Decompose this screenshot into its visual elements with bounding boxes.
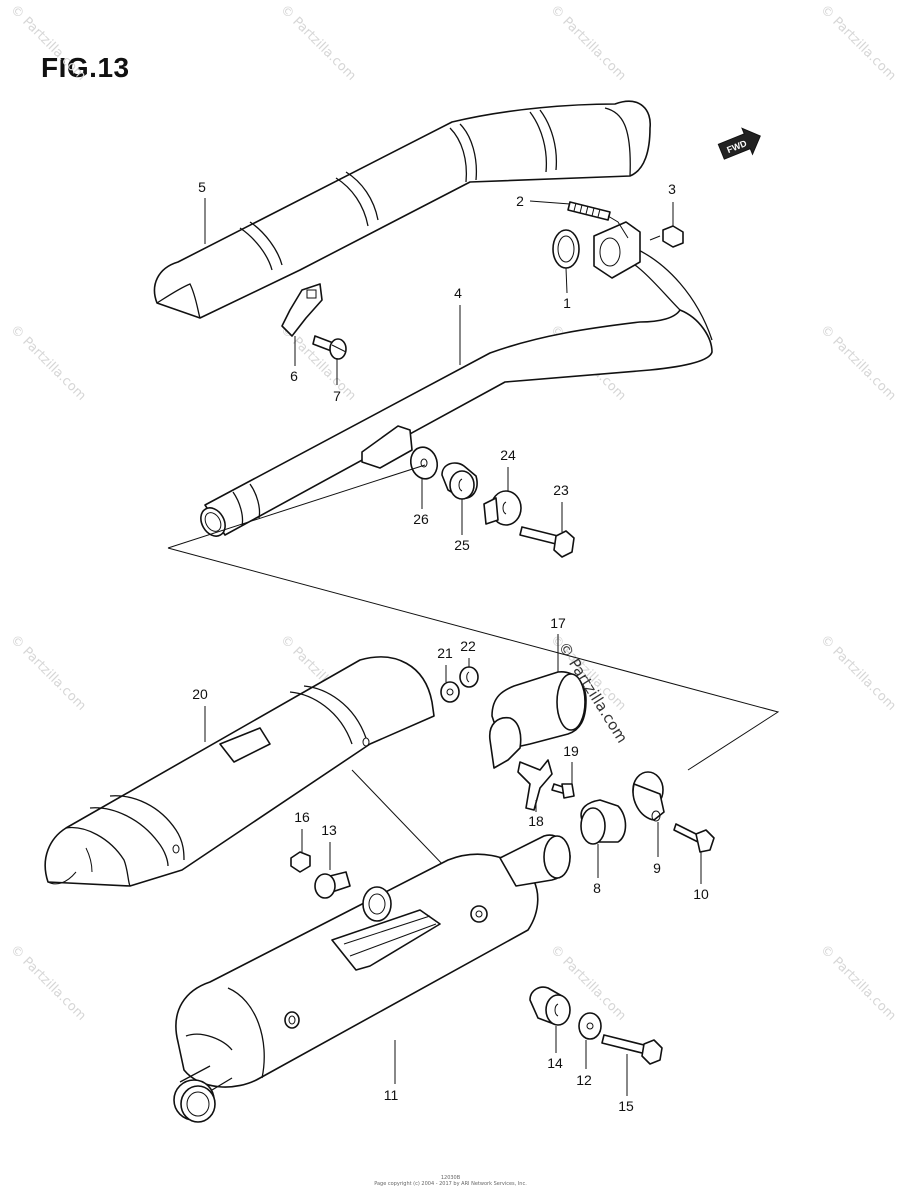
callout-label-6: 6	[290, 368, 298, 384]
clamp-bracket[interactable]	[517, 759, 553, 811]
callout-label-23: 23	[553, 482, 569, 498]
heat-shield-upper[interactable]	[153, 100, 651, 319]
callout-label-13: 13	[321, 822, 337, 838]
washer-26[interactable]	[407, 444, 440, 482]
callout-label-26: 26	[413, 511, 429, 527]
washer-12[interactable]	[578, 1012, 602, 1040]
stud-bolt[interactable]	[567, 201, 629, 239]
muffler-clamp[interactable]	[632, 771, 665, 822]
callout-5: 5	[198, 179, 206, 244]
watermark-tile: © Partzilla.com	[7, 632, 89, 714]
muffler-bolt-15[interactable]	[601, 1034, 663, 1065]
callout-label-2: 2	[516, 193, 524, 209]
exhaust-pipe[interactable]	[196, 245, 713, 540]
callout-24: 24	[500, 447, 516, 491]
watermark-tile: © Partzilla.com	[547, 2, 629, 84]
callout-label-12: 12	[576, 1072, 592, 1088]
callout-label-5: 5	[198, 179, 206, 195]
clamp-bolt[interactable]	[673, 823, 715, 853]
cushion-14[interactable]	[529, 986, 571, 1026]
callout-25: 25	[454, 499, 470, 553]
callout-3: 3	[668, 181, 676, 226]
callout-14: 14	[547, 1026, 563, 1071]
callout-label-8: 8	[593, 880, 601, 896]
footer-copyright: Page copyright (c) 2004 - 2017 by ARI Ne…	[374, 1181, 527, 1187]
leader-line-1	[565, 267, 568, 294]
callout-11: 11	[384, 1040, 399, 1103]
shield-bolt[interactable]	[312, 335, 347, 360]
collar-24[interactable]	[483, 490, 522, 526]
callout-label-15: 15	[618, 1098, 634, 1114]
joint-cover[interactable]	[488, 671, 587, 769]
heat-shield-lower[interactable]	[44, 656, 435, 887]
callout-label-10: 10	[693, 886, 709, 902]
mount-bolt-23[interactable]	[519, 526, 575, 558]
callout-8: 8	[593, 844, 601, 896]
callout-18: 18	[528, 800, 544, 829]
callout-23: 23	[553, 482, 569, 532]
callout-label-3: 3	[668, 181, 676, 197]
callout-label-9: 9	[653, 860, 661, 876]
callout-7: 7	[333, 358, 341, 404]
watermark-tile: © Partzilla.com	[277, 2, 359, 84]
watermark-tile: © Partzilla.com	[817, 942, 899, 1024]
flange-nut[interactable]	[649, 225, 684, 248]
watermark-tile: © Partzilla.com	[817, 2, 899, 84]
callout-12: 12	[576, 1040, 592, 1088]
fwd-arrow-badge: FWD	[717, 127, 761, 160]
bracket-bolt[interactable]	[551, 783, 575, 799]
callout-2: 2	[516, 193, 571, 209]
callout-label-18: 18	[528, 813, 544, 829]
muffler[interactable]	[173, 834, 571, 1123]
watermark-tile: © Partzilla.com	[7, 322, 89, 404]
callout-13: 13	[321, 822, 337, 870]
watermark-tile: © Partzilla.com	[7, 942, 89, 1024]
callout-10: 10	[693, 852, 709, 902]
callout-label-20: 20	[192, 686, 208, 702]
callout-label-1: 1	[563, 295, 571, 311]
shield-bracket[interactable]	[281, 283, 323, 337]
callout-label-11: 11	[384, 1087, 399, 1103]
exhaust-flange[interactable]	[593, 221, 641, 279]
gasket[interactable]	[552, 229, 580, 269]
callout-label-4: 4	[454, 285, 462, 301]
nut-22[interactable]	[459, 666, 479, 688]
footer-code: 12030B	[440, 1175, 461, 1181]
watermark-tile: © Partzilla.com	[7, 2, 89, 84]
callout-label-7: 7	[333, 388, 341, 404]
callout-26: 26	[413, 479, 429, 527]
callout-label-16: 16	[294, 809, 310, 825]
reference-lines	[167, 464, 780, 919]
callout-label-22: 22	[460, 638, 476, 654]
watermark-tile: © Partzilla.com	[817, 322, 899, 404]
callout-21: 21	[437, 645, 453, 682]
callout-19: 19	[563, 743, 579, 784]
callout-4: 4	[454, 285, 462, 365]
callout-17: 17	[550, 615, 566, 672]
nut-16[interactable]	[290, 851, 311, 873]
callout-label-24: 24	[500, 447, 516, 463]
callout-1: 1	[563, 267, 571, 311]
callout-label-14: 14	[547, 1055, 563, 1071]
callout-20: 20	[192, 686, 208, 742]
callout-15: 15	[618, 1054, 634, 1114]
callout-label-25: 25	[454, 537, 470, 553]
callout-6: 6	[290, 336, 298, 384]
connector-sleeve[interactable]	[580, 799, 627, 845]
watermark-tile: © Partzilla.com	[817, 632, 899, 714]
figure-title: FIG.13	[41, 52, 130, 83]
cushion-25[interactable]	[441, 462, 478, 500]
callout-16: 16	[294, 809, 310, 852]
callout-label-17: 17	[550, 615, 566, 631]
leader-line-2	[529, 200, 571, 205]
washer-21[interactable]	[440, 681, 460, 703]
collar-13[interactable]	[314, 871, 351, 899]
callout-label-19: 19	[563, 743, 579, 759]
callout-9: 9	[653, 822, 661, 876]
callout-22: 22	[460, 638, 476, 667]
callout-label-21: 21	[437, 645, 453, 661]
